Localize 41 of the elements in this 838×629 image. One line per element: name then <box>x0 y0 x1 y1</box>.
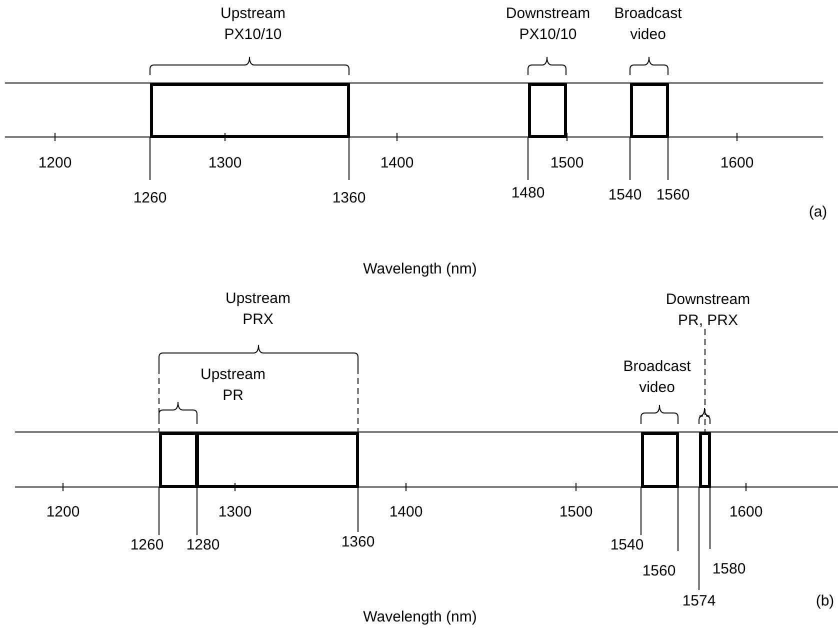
axis-title: Wavelength (nm) <box>362 260 478 280</box>
band-label: Broadcast video <box>622 357 692 398</box>
tick-label: 1400 <box>379 154 415 174</box>
wavelength-band <box>630 83 669 138</box>
band-label: Upstream PX10/10 <box>219 4 287 45</box>
tick-label: 1500 <box>549 154 585 174</box>
wavelength-band <box>641 432 679 488</box>
wavelength-band <box>528 83 567 138</box>
wavelength-value: 1540 <box>609 536 645 556</box>
band-label: Upstream PRX <box>224 289 292 330</box>
wavelength-value: 1280 <box>185 536 221 556</box>
leader-line <box>704 328 706 432</box>
wavelength-band <box>196 432 359 488</box>
tick-label: 1300 <box>217 502 253 522</box>
wavelength-value: 1260 <box>132 188 168 208</box>
tick-label: 1200 <box>45 502 81 522</box>
tick-label: 1200 <box>37 154 73 174</box>
tick-label: 1300 <box>207 154 243 174</box>
tick-label: 1500 <box>558 502 594 522</box>
tick-label: 1600 <box>728 502 764 522</box>
band-label: Upstream PR <box>199 365 267 406</box>
wavelength-band <box>159 432 198 488</box>
wavelength-value: 1560 <box>641 562 677 582</box>
tick-label: 1600 <box>719 154 755 174</box>
wavelength-value: 1540 <box>607 186 643 206</box>
band-label: Downstream PX10/10 <box>504 4 592 45</box>
wavelength-value: 1360 <box>340 532 376 552</box>
wavelength-value: 1480 <box>510 184 546 204</box>
band-label: Downstream PR, PRX <box>658 289 758 331</box>
tick-label: 1400 <box>388 502 424 522</box>
wavelength-band <box>150 83 350 138</box>
wavelength-value: 1574 <box>681 592 717 612</box>
panel-label: (a) <box>808 202 828 222</box>
wavelength-value: 1580 <box>711 560 747 580</box>
panel-label: (b) <box>814 592 836 612</box>
axis-title: Wavelength (nm) <box>362 608 478 628</box>
band-label: Broadcast video <box>613 4 683 45</box>
wavelength-value: 1560 <box>655 186 691 206</box>
wavelength-value: 1360 <box>331 188 367 208</box>
wavelength-value: 1260 <box>129 536 165 556</box>
wavelength-band <box>699 432 711 488</box>
